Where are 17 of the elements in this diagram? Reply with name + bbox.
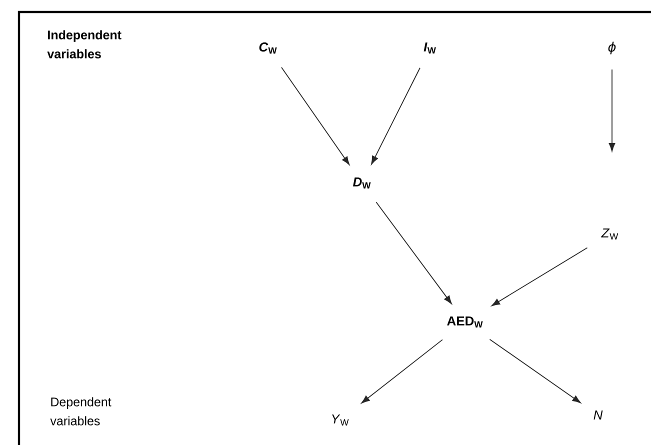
variable-label: C$_{W}$ — [259, 42, 277, 54]
variable-label: D$_{W}$ — [353, 177, 371, 189]
variable-label: AED$_{W}$ — [447, 316, 483, 328]
arrow — [281, 66, 350, 165]
axis-note: Dependent variables — [50, 397, 112, 426]
arrow — [361, 339, 443, 404]
variable-label: N — [594, 410, 603, 420]
arrow — [491, 247, 588, 306]
axis-note: Independent variables — [47, 30, 122, 58]
variable-label: Y$_{W}$ — [332, 414, 349, 426]
variable-label: ϕ — [608, 42, 616, 54]
arrow — [489, 338, 581, 404]
variable-label: Z$_{W}$ — [601, 228, 618, 240]
variable-label: I$_{W}$ — [424, 42, 436, 54]
arrow — [371, 67, 420, 164]
arrow — [608, 69, 616, 152]
arrow — [376, 202, 452, 304]
